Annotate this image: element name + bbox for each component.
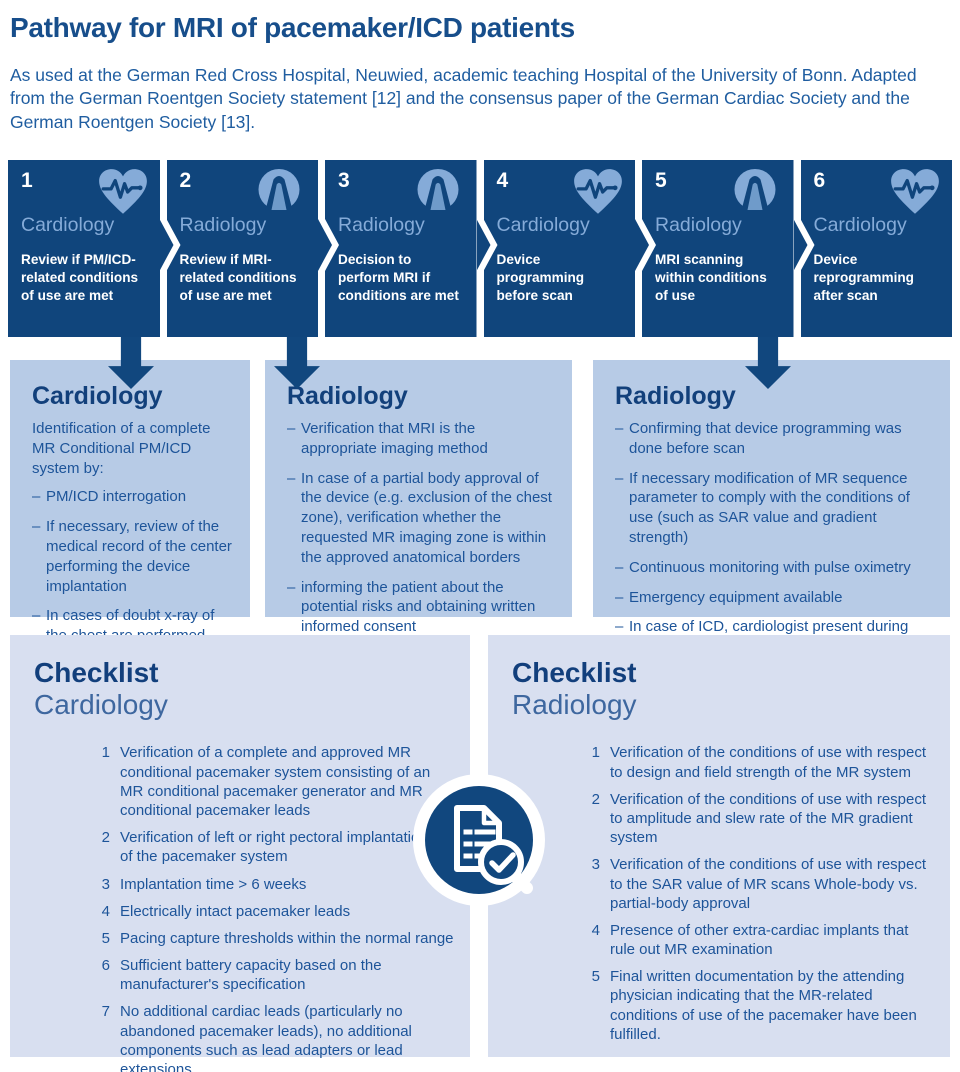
- list-item: Verification that MRI is the appropriate…: [287, 419, 554, 459]
- list-item: Sufficient battery capacity based on the…: [96, 956, 382, 994]
- list-item: PM/ICD interrogation: [32, 487, 232, 507]
- step-description: Device reprogramming after scan: [813, 251, 914, 303]
- step-number: 1: [21, 169, 33, 192]
- step-number: 5: [655, 169, 667, 192]
- step-1-cardiology: 1 Cardiology Review if PM/ICD-related co…: [8, 160, 160, 337]
- step-description: Review if PM/ICD-related conditions of u…: [21, 251, 139, 303]
- list-item: Confirming that device programming was d…: [615, 419, 932, 459]
- detail-box-radiology-2: Radiology Confirming that device program…: [593, 360, 950, 675]
- heart-pulse-icon: [888, 168, 942, 216]
- detail-heading: Cardiology: [32, 382, 163, 410]
- detail-heading: Radiology: [615, 382, 736, 410]
- list-item: If necessary modification of MR sequence…: [615, 469, 932, 548]
- step-number: 6: [813, 169, 826, 192]
- list-item: Continuous monitoring with pulse oximetr…: [615, 558, 932, 578]
- list-item: Verification of left or right pectoral i…: [96, 828, 456, 866]
- step-department: Cardiology: [21, 214, 115, 236]
- detail-heading: Radiology: [287, 382, 408, 410]
- detail-intro: Identification of a complete MR Conditio…: [32, 420, 211, 477]
- step-department: Radiology: [338, 214, 425, 236]
- checklist-heading: Checklist: [34, 657, 159, 688]
- list-item: Final written documentation by the atten…: [586, 967, 917, 1043]
- step-3-radiology: 3 Radiology Decision to perform MRI if c…: [325, 160, 477, 337]
- checklist-box-cardiology: Checklist Cardiology Verification of a c…: [10, 635, 470, 1072]
- step-department: Radiology: [179, 214, 267, 236]
- list-item: Verification of the conditions of use wi…: [586, 855, 927, 912]
- step-2-radiology: 2 Radiology Review if MRI-related condit…: [167, 160, 319, 337]
- step-department: Radiology: [655, 214, 742, 236]
- list-item: Emergency equipment available: [615, 588, 932, 608]
- checklist-box-radiology: Checklist Radiology Verification of the …: [488, 635, 950, 1057]
- heart-pulse-icon: [96, 168, 150, 216]
- list-item: In case of a partial body approval of th…: [287, 469, 554, 568]
- list-item: informing the patient about the potentia…: [287, 578, 554, 637]
- list-item: Verification of the conditions of use wi…: [586, 743, 927, 781]
- step-department: Cardiology: [496, 214, 590, 236]
- list-item: Implantation time > 6 weeks: [96, 875, 307, 894]
- pathway-step-row: 1 Cardiology Review if PM/ICD-related co…: [8, 160, 952, 337]
- detail-box-cardiology: Cardiology Identification of a complete …: [10, 360, 250, 644]
- intro-paragraph: As used at the German Red Cross Hospital…: [10, 65, 917, 132]
- list-item: Verification of the conditions of use wi…: [586, 790, 927, 847]
- step-number: 4: [496, 169, 509, 192]
- heart-pulse-icon: [571, 168, 625, 216]
- mri-scanner-icon: [730, 168, 784, 216]
- mri-scanner-icon: [254, 168, 308, 216]
- step-4-cardiology: 4 Cardiology Device programming before s…: [484, 160, 636, 337]
- list-item: No additional cardiac leads (particularl…: [96, 1002, 412, 1072]
- list-item: If necessary, review of the medical reco…: [32, 517, 232, 596]
- checklist-item-list: Verification of the conditions of use wi…: [512, 743, 950, 1044]
- list-item: Electrically intact pacemaker leads: [96, 902, 351, 921]
- document-checklist-magnifier-icon: [413, 774, 545, 906]
- checklist-item-list: Verification of a complete and approved …: [34, 743, 470, 1072]
- page-title: Pathway for MRI of pacemaker/ICD patient…: [10, 12, 575, 43]
- detail-bullet-list: PM/ICD interrogation If necessary, review…: [32, 487, 232, 646]
- step-department: Cardiology: [813, 214, 907, 236]
- checklist-heading: Checklist: [512, 657, 637, 688]
- list-item: Presence of other extra-cardiac implants…: [586, 921, 909, 959]
- detail-bullet-list: Verification that MRI is the appropriate…: [287, 419, 554, 637]
- checklist-subheading: Cardiology: [34, 689, 168, 721]
- step-5-radiology: 5 Radiology MRI scanning within conditio…: [642, 160, 794, 337]
- checklist-subheading: Radiology: [512, 689, 637, 721]
- step-description: Decision to perform MRI if conditions ar…: [338, 251, 459, 303]
- step-number: 2: [179, 169, 192, 192]
- step-description: Device programming before scan: [496, 251, 585, 303]
- step-number: 3: [338, 169, 350, 192]
- detail-box-radiology-1: Radiology Verification that MRI is the a…: [265, 360, 572, 635]
- step-6-cardiology: 6 Cardiology Device reprogramming after …: [801, 160, 953, 337]
- list-item: Verification of a complete and approved …: [96, 743, 431, 819]
- step-description: Review if MRI-related conditions of use …: [179, 251, 297, 303]
- mri-scanner-icon: [413, 168, 467, 216]
- list-item: Pacing capture thresholds within the nor…: [96, 929, 454, 948]
- step-description: MRI scanning within conditions of use: [655, 251, 767, 303]
